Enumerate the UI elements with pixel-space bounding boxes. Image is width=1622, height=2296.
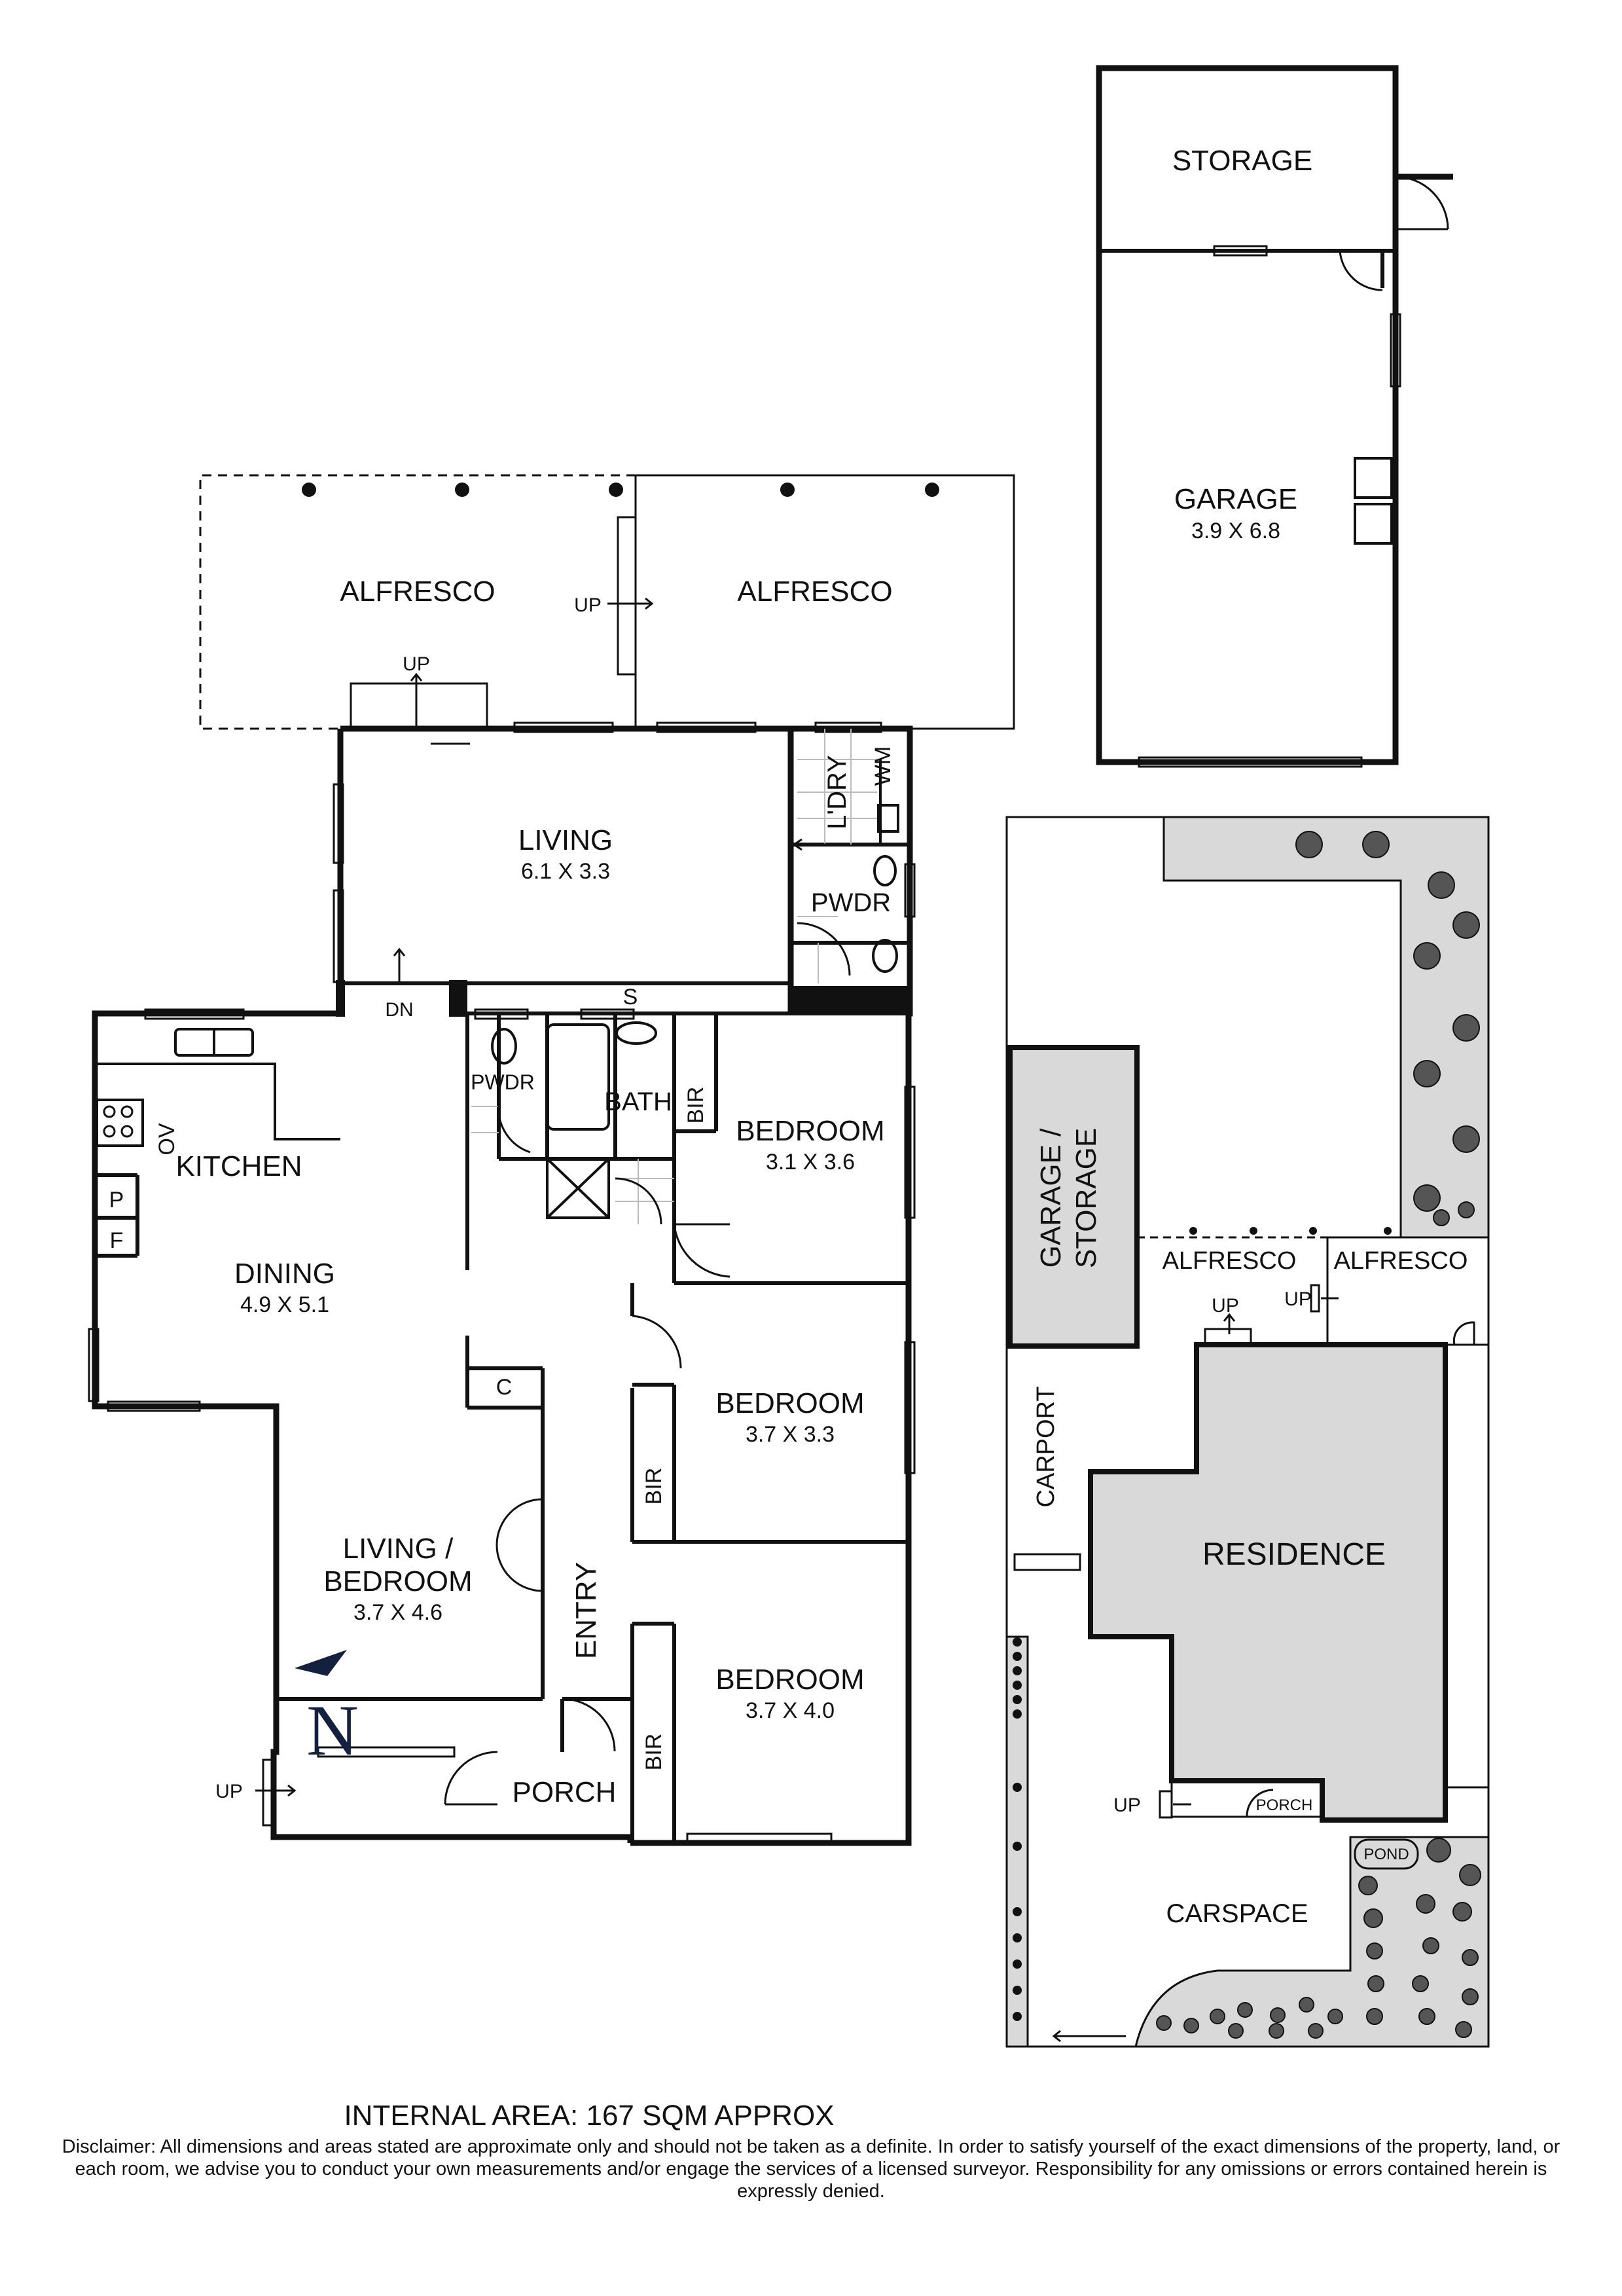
site-plan	[1005, 816, 1490, 2048]
pwdr-upper-label: PWDR	[811, 888, 891, 917]
bedroom-1-dims: 3.1 X 3.6	[766, 1150, 855, 1175]
kitchen-label: KITCHEN	[175, 1150, 302, 1182]
bir-1-label: BIR	[683, 1087, 708, 1124]
p-label: P	[109, 1188, 124, 1212]
site-residence-label: RESIDENCE	[1202, 1537, 1386, 1572]
f-label: F	[110, 1228, 124, 1253]
bedroom-3-label: BEDROOM	[715, 1664, 864, 1696]
bathroom-fixtures	[491, 759, 899, 1219]
bedroom-2-label: BEDROOM	[715, 1387, 864, 1419]
disclaimer: Disclaimer: All dimensions and areas sta…	[62, 2136, 1560, 2202]
porch-label: PORCH	[513, 1776, 617, 1808]
bir-2-label: BIR	[641, 1468, 666, 1505]
alfresco-left-label: ALFRESCO	[340, 575, 495, 608]
bedroom-3-dims: 3.7 X 4.0	[746, 1698, 835, 1723]
pwdr-lower-label: PWDR	[471, 1070, 535, 1094]
living-bedroom-label-2: BEDROOM	[323, 1565, 472, 1597]
site-carport-label: CARPORT	[1032, 1386, 1060, 1507]
site-garage-storage-label-1: GARAGE /	[1035, 1128, 1067, 1267]
alfresco-step	[617, 516, 637, 676]
bedroom-2-dims: 3.7 X 3.3	[746, 1422, 835, 1447]
site-porch-label: PORCH	[1256, 1796, 1313, 1814]
site-posts-and-hedge	[1013, 1227, 1392, 2021]
site-up-alfresco-label: UP	[1284, 1288, 1312, 1310]
porch-steps	[262, 1752, 275, 1837]
dining-dims: 4.9 X 5.1	[240, 1292, 329, 1317]
entry-label: ENTRY	[570, 1562, 602, 1659]
ov-label: OV	[154, 1123, 179, 1155]
north-arrow-icon	[295, 1650, 347, 1676]
bath-label: BATH	[604, 1087, 672, 1116]
garage-label: GARAGE	[1174, 483, 1297, 515]
storage-label: STORAGE	[1172, 145, 1312, 177]
site-carspace-label: CARSPACE	[1166, 1899, 1308, 1928]
bedroom-1-label: BEDROOM	[736, 1115, 884, 1147]
door-swings	[444, 922, 851, 1806]
kitchen-bench	[95, 1028, 340, 1147]
site-up-porch-label: UP	[1113, 1795, 1141, 1816]
site-up-residence-label: UP	[1212, 1295, 1239, 1317]
structural-infill	[336, 980, 910, 1017]
direction-arrows	[255, 597, 844, 1797]
up-porch-label: UP	[215, 1781, 243, 1802]
alfresco-right-label: ALFRESCO	[737, 575, 892, 608]
site-garage-storage-label-2: STORAGE	[1070, 1128, 1102, 1268]
cooktop-icon	[103, 1105, 134, 1138]
bir-3-label: BIR	[641, 1734, 666, 1771]
dn-label: DN	[385, 999, 413, 1021]
s-label: S	[623, 985, 638, 1010]
alfresco-posts	[302, 483, 939, 497]
windows	[88, 721, 916, 1844]
compass-label: N	[306, 1690, 358, 1770]
garage-building	[1096, 65, 1453, 768]
site-alfresco-right-label: ALFRESCO	[1334, 1247, 1468, 1275]
laundry-tiles	[471, 729, 877, 1224]
living-bedroom-label-1: LIVING /	[343, 1533, 454, 1565]
dining-label: DINING	[234, 1258, 335, 1290]
up-living-label: UP	[403, 653, 430, 675]
site-pond-label: POND	[1363, 1846, 1409, 1863]
laundry-label: L'DRY	[823, 755, 852, 829]
c-label: C	[496, 1375, 513, 1400]
wm-label: WM	[871, 746, 895, 786]
site-alfresco-left-label: ALFRESCO	[1162, 1247, 1297, 1275]
living-bedroom-dims: 3.7 X 4.6	[353, 1600, 442, 1625]
living-label: LIVING	[518, 824, 613, 856]
garage-dims: 3.9 X 6.8	[1191, 519, 1280, 543]
garden-shrubs	[1156, 831, 1481, 2039]
main-interior-walls	[93, 843, 910, 1843]
up-alfresco-label: UP	[574, 594, 602, 616]
internal-area: INTERNAL AREA: 167 SQM APPROX	[344, 2100, 834, 2132]
living-dims: 6.1 X 3.3	[521, 859, 610, 884]
